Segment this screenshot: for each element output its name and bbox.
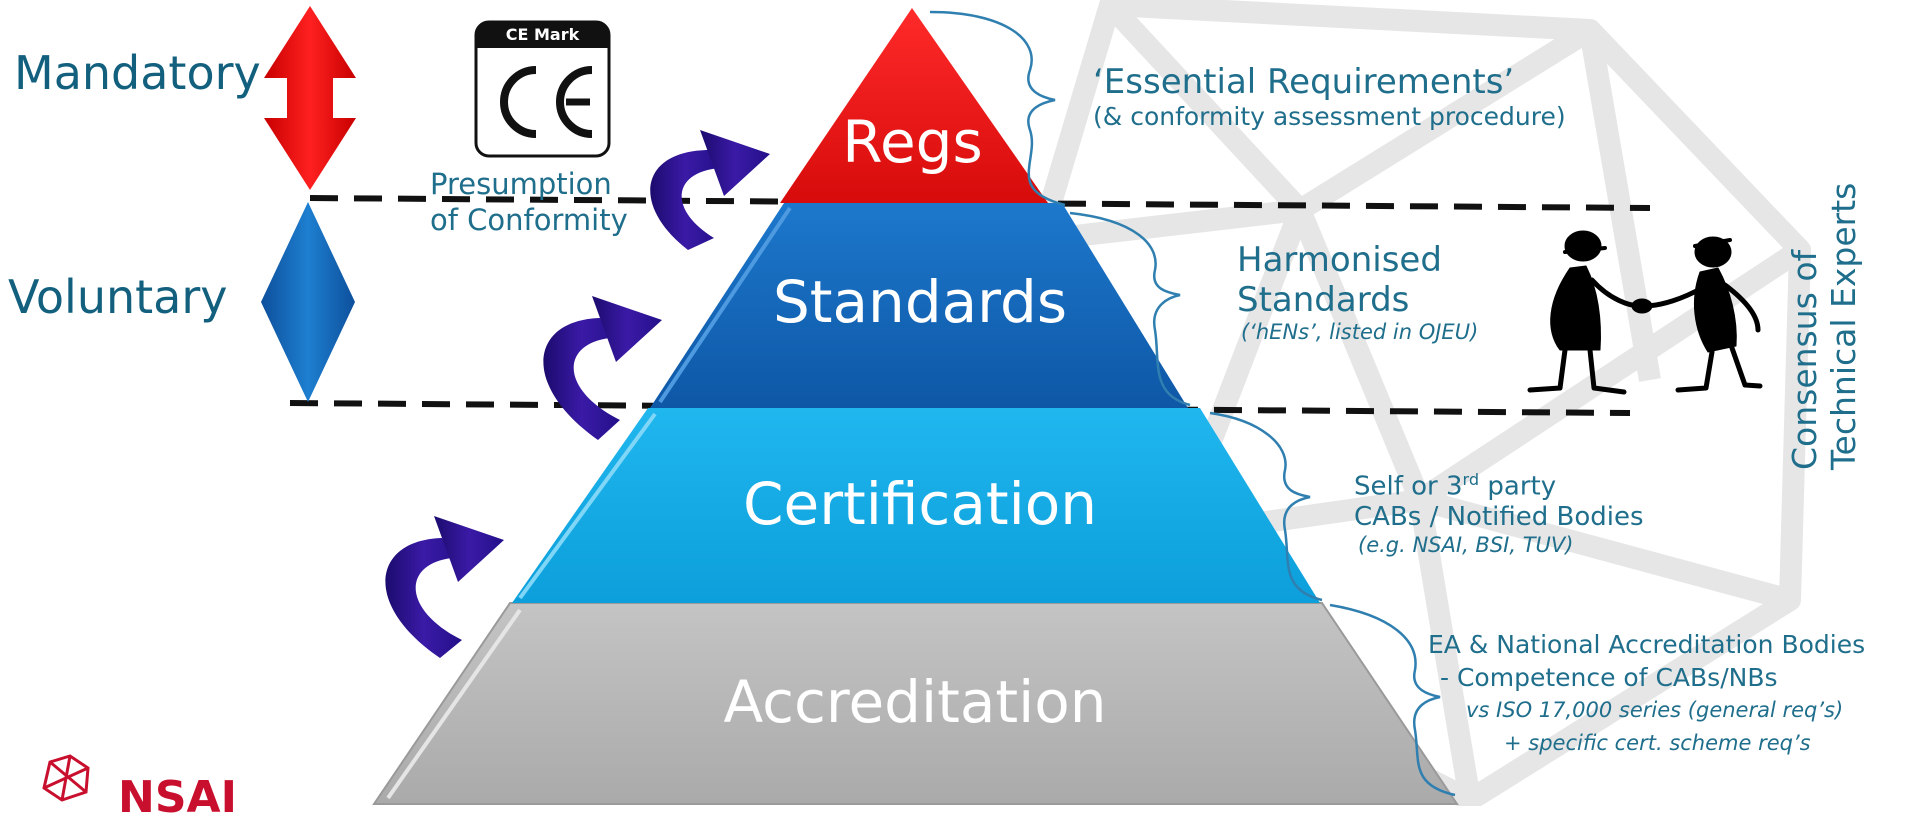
curved-arrow-icon-bottom <box>385 516 504 658</box>
pyramid-tier-regs <box>780 8 1048 203</box>
accreditation-annotation-line4: + specific cert. scheme req’s <box>1504 731 1811 755</box>
certification-annotation-note: (e.g. NSAI, BSI, TUV) <box>1358 533 1574 557</box>
certification-line1-text: Self or 3 <box>1354 471 1463 502</box>
brace-standards <box>1069 211 1191 407</box>
voluntary-label: Voluntary <box>8 270 228 324</box>
presumption-line2: of Conformity <box>430 203 628 237</box>
consensus-label: Consensus of Technical Experts <box>1785 182 1864 470</box>
brace-accreditation <box>1329 603 1456 797</box>
nsai-logo-text: NSAI <box>118 772 237 823</box>
nsai-logo-icon <box>42 754 90 802</box>
diagram-canvas <box>42 0 1811 806</box>
regs-annotation-subtitle: (& conformity assessment procedure) <box>1093 102 1566 132</box>
tier-label-standards: Standards <box>772 268 1068 336</box>
pyramid <box>372 8 1459 805</box>
curved-arrow-icon-top <box>650 130 770 250</box>
ce-mark-icon <box>474 20 611 158</box>
presumption-label: Presumption of Conformity <box>430 166 628 238</box>
consensus-line1: Consensus of <box>1785 249 1824 470</box>
annotation-certification: Self or 3rd party CABs / Notified Bodies… <box>1354 470 1644 558</box>
pyramid-tier-standards <box>650 203 1188 408</box>
presumption-line1: Presumption <box>430 167 612 201</box>
tier-label-regs: Regs <box>842 108 983 176</box>
annotation-standards: Harmonised Standards (‘hENs’, listed in … <box>1237 240 1478 345</box>
certification-annotation-line2: CABs / Notified Bodies <box>1354 502 1644 533</box>
brace-certification <box>1209 411 1323 602</box>
accreditation-annotation-line3: vs ISO 17,000 series (general req’s) <box>1466 698 1844 722</box>
standards-annotation-note: (‘hENs’, listed in OJEU) <box>1241 320 1479 345</box>
certification-line1-tail: party <box>1479 471 1557 502</box>
certification-line1-sup: rd <box>1462 470 1480 489</box>
consensus-line2: Technical Experts <box>1823 182 1863 470</box>
accreditation-annotation-line2: - Competence of CABs/NBs <box>1440 663 1778 692</box>
ce-mark-caption: CE Mark <box>505 25 580 44</box>
annotation-accreditation: EA & National Accreditation Bodies - Com… <box>1428 628 1865 760</box>
tier-label-certification: Certification <box>743 470 1097 538</box>
accreditation-annotation-line1: EA & National Accreditation Bodies <box>1428 630 1866 659</box>
regs-annotation-title: ‘Essential Requirements’ <box>1093 62 1515 102</box>
curved-arrow-icon-middle <box>543 296 662 440</box>
brace-regs <box>929 10 1066 207</box>
tier-label-accreditation: Accreditation <box>723 668 1107 736</box>
standards-annotation-line2: Standards <box>1237 280 1410 321</box>
mandatory-double-arrow-icon <box>264 6 356 190</box>
annotation-braces <box>929 10 1456 797</box>
pyramid-tier-certification <box>512 408 1320 603</box>
voluntary-diamond-icon <box>261 202 355 402</box>
standards-annotation-line1: Harmonised <box>1237 240 1442 280</box>
annotation-regs: ‘Essential Requirements’ (& conformity a… <box>1093 62 1566 132</box>
handshake-figures-icon <box>1527 230 1763 395</box>
certification-annotation-line1: Self or 3rd party <box>1354 470 1644 502</box>
mandatory-label: Mandatory <box>14 46 261 100</box>
presumption-arrows <box>385 130 770 658</box>
